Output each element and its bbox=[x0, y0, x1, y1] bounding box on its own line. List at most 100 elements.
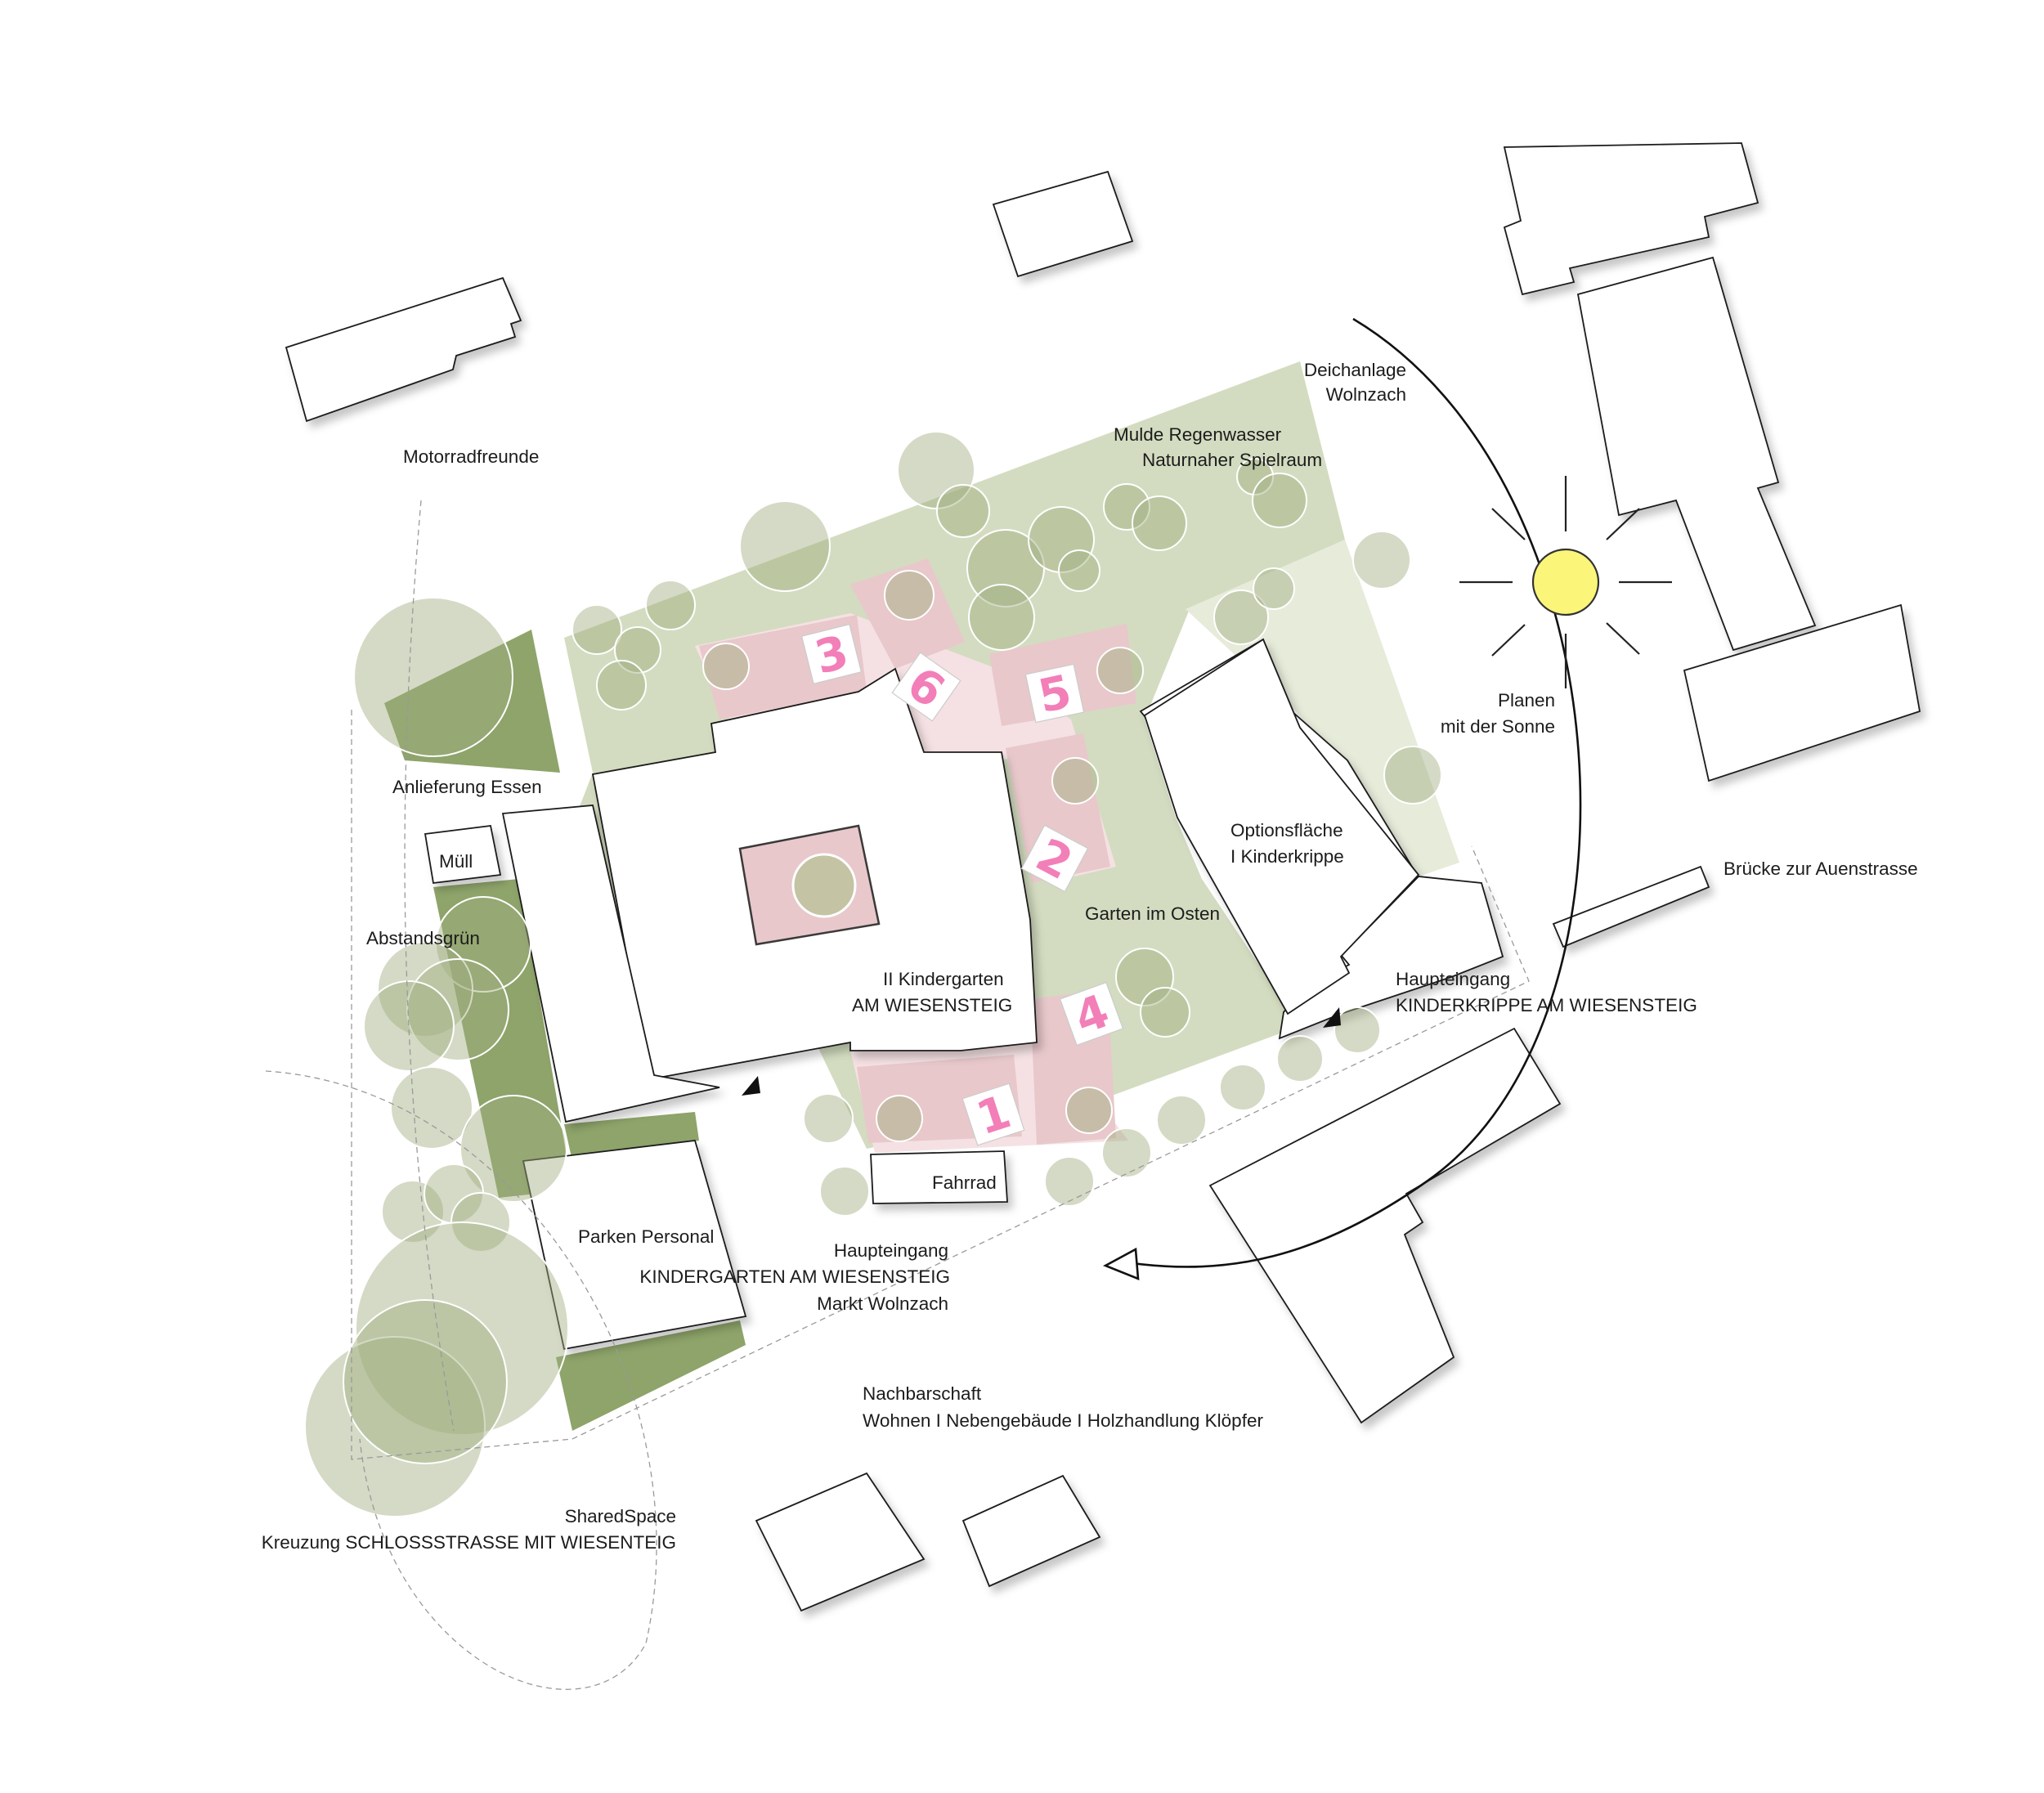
tree bbox=[353, 597, 513, 757]
tree bbox=[390, 1066, 473, 1150]
tree bbox=[304, 1336, 486, 1517]
label-anlieferung: Anlieferung Essen bbox=[392, 777, 542, 797]
tree bbox=[572, 604, 622, 655]
label-deichanlage-place: Wolnzach bbox=[1326, 384, 1406, 405]
building-north-center bbox=[992, 170, 1134, 278]
strip-north-west bbox=[384, 630, 560, 773]
tree bbox=[459, 1095, 567, 1203]
tree bbox=[1132, 495, 1187, 551]
label-kinderkrippe-option: I Kinderkrippe bbox=[1230, 846, 1344, 867]
label-haupteingang-kindergarten: Haupteingang bbox=[834, 1240, 948, 1261]
mull-box bbox=[424, 825, 502, 884]
entrance-marker-icon bbox=[1323, 1007, 1341, 1028]
label-motorradfreunde: Motorradfreunde bbox=[403, 446, 539, 467]
tree bbox=[355, 1221, 569, 1436]
label-haupteingang-krippe: Haupteingang bbox=[1396, 969, 1510, 989]
room-tag-5: 5 bbox=[1024, 663, 1085, 724]
entrance-marker-icon bbox=[742, 1076, 760, 1096]
courtyard-tree bbox=[791, 853, 857, 918]
strip-south-mid bbox=[564, 1112, 699, 1161]
tree bbox=[1065, 1087, 1113, 1134]
tree bbox=[702, 643, 750, 690]
playroom-6 bbox=[850, 558, 965, 669]
strip-west bbox=[433, 879, 572, 1198]
sun-path-arrow-icon bbox=[1132, 317, 1582, 1268]
tree bbox=[1213, 589, 1269, 645]
building-north-east-upper bbox=[1503, 142, 1759, 296]
label-mulde: Mulde Regenwasser bbox=[1114, 424, 1282, 445]
room-tag-3: 3 bbox=[800, 623, 863, 685]
sun-path-arrowhead-icon bbox=[1102, 1247, 1140, 1280]
tree bbox=[1156, 1095, 1207, 1145]
label-bruecke: Brücke zur Auenstrasse bbox=[1724, 858, 1918, 879]
label-optionsflaeche: Optionsfläche bbox=[1230, 820, 1343, 840]
label-markt-wolnzach: Markt Wolnzach bbox=[817, 1293, 948, 1314]
label-deichanlage: Deichanlage bbox=[1304, 360, 1406, 380]
fahrrad-box bbox=[870, 1150, 1008, 1204]
tree bbox=[1101, 1127, 1152, 1178]
plan-labels: Motorradfreunde Deichanlage Wolnzach Mul… bbox=[262, 360, 1918, 1553]
label-muell: Müll bbox=[439, 851, 473, 872]
bridge-east bbox=[1552, 865, 1710, 948]
label-kinderkrippe-wiesensteig: KINDERKRIPPE AM WIESENSTEIG bbox=[1396, 995, 1697, 1015]
building-north-east-long bbox=[1576, 256, 1817, 652]
label-sharedspace: SharedSpace bbox=[565, 1506, 676, 1526]
building-east bbox=[1683, 603, 1921, 782]
tree bbox=[1236, 458, 1274, 495]
label-kindergarten-wiesensteig: KINDERGARTEN AM WIESENSTEIG bbox=[639, 1266, 950, 1287]
building-north-west bbox=[285, 276, 522, 423]
room-number-tags: 3 6 5 2 4 1 bbox=[800, 623, 1124, 1146]
tree bbox=[377, 941, 473, 1038]
tree bbox=[1044, 1156, 1095, 1207]
tree bbox=[406, 958, 509, 1061]
label-planen: Planen bbox=[1498, 690, 1555, 710]
tree bbox=[1115, 948, 1174, 1006]
tree bbox=[1140, 987, 1190, 1038]
tree bbox=[1334, 1006, 1381, 1054]
tree bbox=[897, 431, 975, 509]
building-south-a bbox=[755, 1472, 926, 1612]
tree bbox=[884, 570, 935, 621]
krippe-garden-pale bbox=[1186, 540, 1459, 876]
tree bbox=[819, 1166, 870, 1217]
label-abstandsgruen: Abstandsgrün bbox=[366, 928, 480, 948]
parking-block bbox=[522, 1140, 747, 1351]
tree bbox=[1103, 483, 1150, 531]
tree bbox=[596, 660, 647, 710]
tree bbox=[968, 584, 1035, 651]
room-tag-4: 4 bbox=[1059, 981, 1124, 1047]
strip-south-west bbox=[556, 1320, 746, 1431]
tree bbox=[1028, 506, 1095, 573]
label-garten-osten: Garten im Osten bbox=[1085, 903, 1220, 924]
tree bbox=[343, 1299, 508, 1464]
label-am-wiesensteig: AM WIESENSTEIG bbox=[852, 995, 1012, 1015]
label-fahrrad: Fahrrad bbox=[932, 1172, 997, 1193]
building-south-b bbox=[961, 1474, 1101, 1588]
krippe-building-main bbox=[1143, 638, 1420, 1015]
tree bbox=[1058, 549, 1100, 592]
tree bbox=[1051, 757, 1099, 805]
neighbouring-buildings bbox=[285, 142, 1921, 1612]
tree bbox=[1276, 1035, 1324, 1083]
trees bbox=[304, 431, 1442, 1517]
sun-rays bbox=[1459, 476, 1672, 688]
label-naturnaher-spielraum: Naturnaher Spielraum bbox=[1142, 450, 1322, 470]
tree bbox=[739, 500, 831, 592]
label-kreuzung: Kreuzung SCHLOSSSTRASSE MIT WIESENTEIG bbox=[262, 1532, 676, 1553]
label-parken: Parken Personal bbox=[578, 1226, 714, 1247]
label-nachbarschaft: Nachbarschaft bbox=[863, 1383, 982, 1404]
tree bbox=[363, 980, 455, 1072]
tree bbox=[645, 580, 696, 630]
label-kindergarten: II Kindergarten bbox=[883, 969, 1004, 989]
tree bbox=[1096, 647, 1144, 694]
tree bbox=[803, 1093, 854, 1144]
tree bbox=[1253, 567, 1295, 610]
tree bbox=[936, 484, 990, 538]
dashed-lines bbox=[265, 500, 1530, 1690]
room-tag-1: 1 bbox=[961, 1083, 1025, 1146]
tree bbox=[1219, 1064, 1266, 1111]
tree bbox=[1383, 746, 1442, 805]
playroom-2 bbox=[1006, 733, 1110, 883]
anlieferung-building bbox=[501, 805, 720, 1123]
